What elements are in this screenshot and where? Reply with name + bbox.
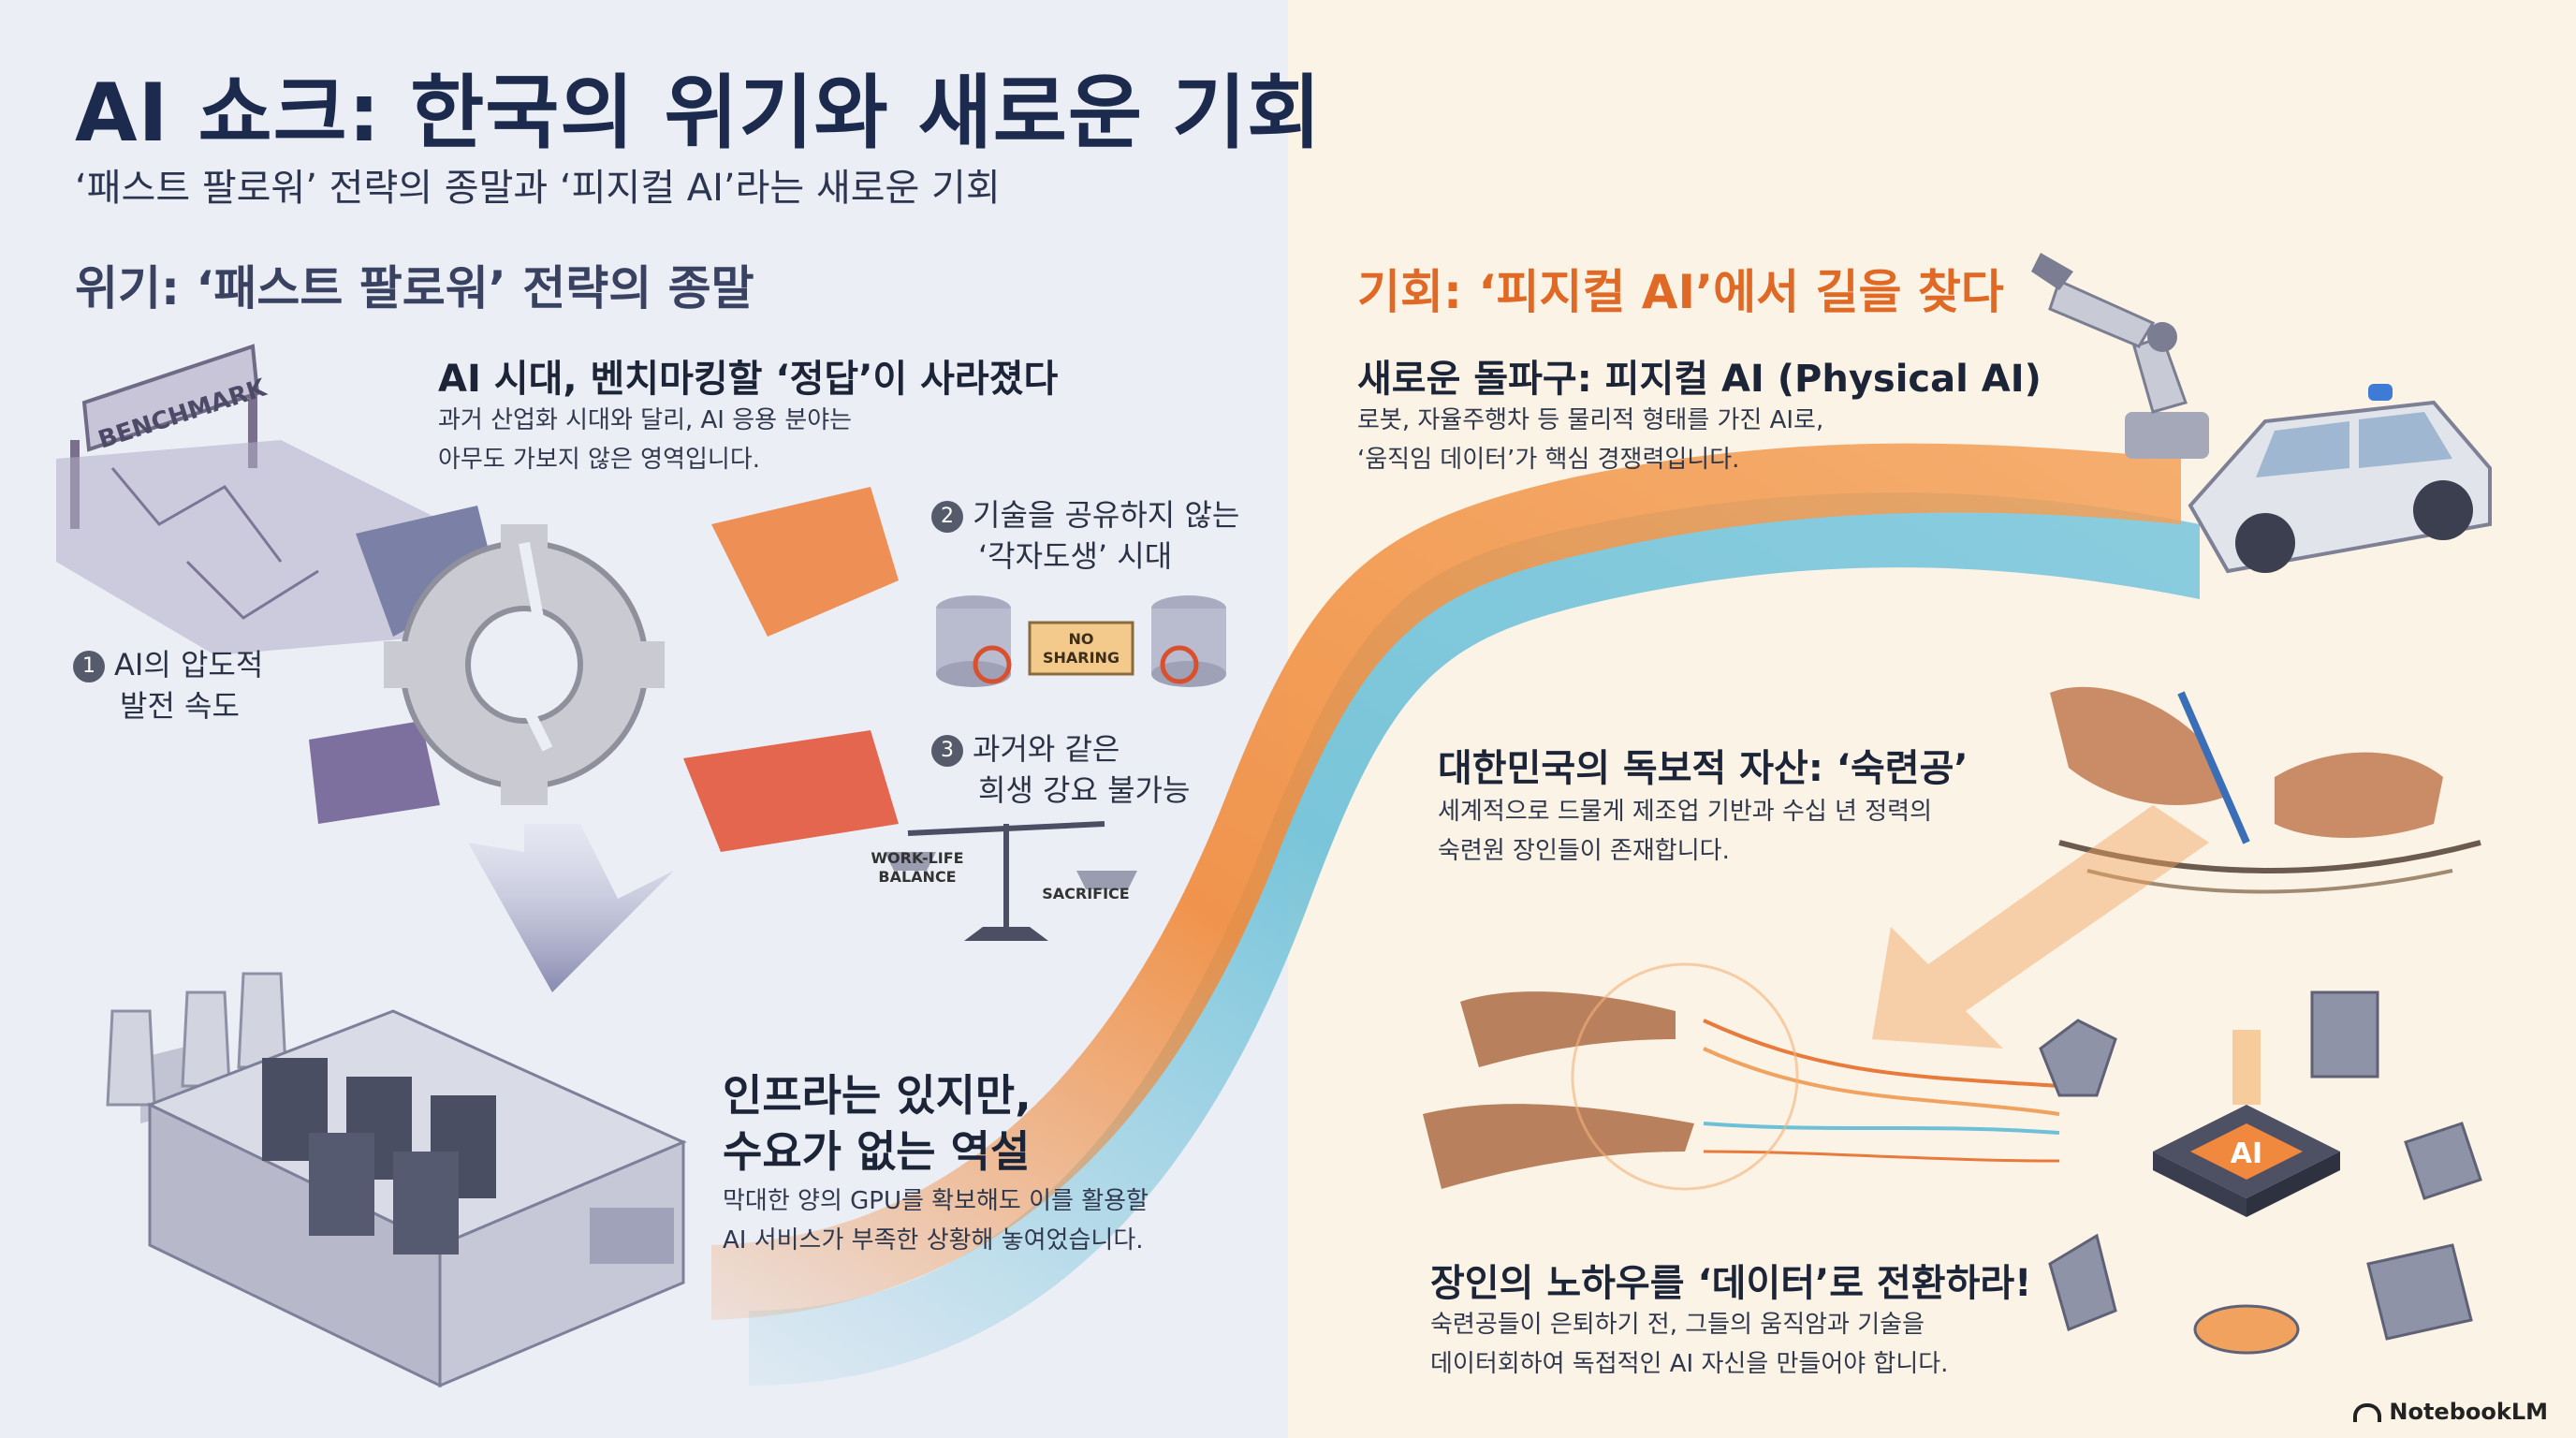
crisis-item-2: 2 기술을 공유하지 않는 ‘각자도생’ 시대: [931, 494, 1239, 577]
item1-line2: 발전 속도: [120, 688, 240, 724]
answer-gone-title: AI 시대, 벤치마킹할 ‘정답’이 사라졌다: [438, 358, 1059, 401]
opportunity-heading: 기회: ‘피지컬 AI’에서 길을 찾다: [1357, 265, 2004, 319]
broken-gear-icon: [384, 524, 665, 805]
craftsman-hands-icon: [2050, 686, 2481, 894]
page-title: AI 쇼크: 한국의 위기와 새로운 기회: [75, 66, 1323, 160]
industrial-robots-icons: [2039, 990, 2482, 1355]
paradox-title: 인프라는 있지만, 수요가 없는 역설: [723, 1067, 1032, 1180]
item1-line1: AI의 압도적: [114, 647, 264, 682]
paradox-body-line1: 막대한 양의 GPU를 확보해도 이를 활용할: [723, 1187, 1149, 1215]
database-no-sharing-icon: NO SHARING: [936, 595, 1226, 687]
robot-arm-icon: [2031, 253, 2209, 459]
data-center-illustration: [106, 972, 687, 1388]
answer-gone-body: 과거 산업화 시대와 달리, AI 응용 분야는 아무도 가보지 않은 영역입니…: [438, 401, 852, 479]
knowhow-body: 숙련공들이 은퇴하기 전, 그들의 움직암과 기술을 데이터회하여 독접적인 A…: [1430, 1305, 1948, 1384]
item3-line1: 과거와 같은: [973, 731, 1120, 767]
page-subtitle: ‘패스트 팔로워’ 전략의 종말과 ‘피지컬 AI’라는 새로운 기회: [75, 167, 1001, 210]
no-sharing-line2: SHARING: [1043, 649, 1120, 667]
knowhow-body-line1: 숙련공들이 은퇴하기 전, 그들의 움직암과 기술을: [1430, 1311, 1925, 1339]
physical-body-line2: ‘움직임 데이터’가 핵심 경쟁력입니다.: [1357, 446, 1740, 474]
opportunity-background: [1288, 0, 2576, 1438]
item-number-badge: 1: [73, 651, 105, 682]
crisis-heading: 위기: ‘패스트 팔로워’ 전략의 종말: [75, 261, 754, 315]
no-sharing-line1: NO: [1069, 630, 1094, 648]
physical-ai-body: 로봇, 자율주행차 등 물리적 형태를 가진 AI로, ‘움직임 데이터’가 핵…: [1357, 401, 1823, 479]
balance-scale-icon: WORK-LIFE BALANCE SACRIFICE: [871, 821, 1137, 941]
blue-ribbon: [749, 492, 2200, 1386]
answer-body-line1: 과거 산업화 시대와 달리, AI 응용 분야는: [438, 406, 853, 434]
item-number-badge: 2: [931, 501, 963, 533]
paradox-title-line2: 수요가 없는 역설: [723, 1126, 1031, 1177]
item2-line1: 기술을 공유하지 않는: [973, 497, 1240, 533]
brand-text: NotebookLM: [2389, 1399, 2548, 1425]
knowhow-body-line2: 데이터회하여 독접적인 AI 자신을 만들어야 합니다.: [1430, 1350, 1949, 1378]
item3-line2: 희생 강요 불가능: [978, 772, 1191, 808]
notebooklm-brand: NotebookLM: [2353, 1399, 2548, 1425]
asset-body-line2: 숙련원 장인들이 존재합니다.: [1438, 837, 1730, 865]
autonomous-car-icon: [2188, 384, 2492, 574]
item-number-badge: 3: [931, 735, 963, 767]
physical-ai-title: 새로운 돌파구: 피지컬 AI (Physical AI): [1357, 358, 2042, 401]
paradox-body-line2: AI 서비스가 부족한 상황해 놓여었습니다.: [723, 1226, 1144, 1255]
transfer-arrow-icon: [1872, 805, 2209, 1049]
ai-chip-label: AI: [2231, 1137, 2262, 1170]
crisis-item-3: 3 과거와 같은 희생 강요 불가능: [931, 728, 1190, 811]
skilled-asset-body: 세계적으로 드물게 제조업 기반과 수십 년 정력의 숙련원 장인들이 존재합니…: [1438, 792, 1932, 871]
scale-left-label-2: BALANCE: [878, 868, 956, 886]
paradox-title-line1: 인프라는 있지만,: [723, 1070, 1032, 1121]
knowhow-title: 장인의 노하우를 ‘데이터’로 전환하라!: [1430, 1262, 2032, 1305]
answer-body-line2: 아무도 가보지 않은 영역입니다.: [438, 446, 761, 474]
scale-left-label-1: WORK-LIFE: [871, 849, 963, 867]
physical-body-line1: 로봇, 자율주행차 등 물리적 형태를 가진 AI로,: [1357, 406, 1824, 434]
ai-chip-icon: AI: [2153, 1030, 2340, 1217]
paradox-body: 막대한 양의 GPU를 확보해도 이를 활용할 AI 서비스가 부족한 상황해 …: [723, 1181, 1149, 1260]
orange-ribbon: [711, 443, 2181, 1320]
item2-line2: ‘각자도생’ 시대: [978, 538, 1173, 574]
digital-hands-icon: [1423, 962, 2060, 1191]
skilled-asset-title: 대한민국의 독보적 자산: ‘숙련공’: [1438, 747, 1969, 790]
scale-right-label: SACRIFICE: [1042, 885, 1129, 902]
down-arrow-icon: [468, 824, 674, 992]
asset-body-line1: 세계적으로 드물게 제조업 기반과 수십 년 정력의: [1438, 798, 1932, 826]
crisis-item-1: 1 AI의 압도적 발전 속도: [73, 644, 263, 726]
notebooklm-logo-icon: [2353, 1403, 2382, 1422]
